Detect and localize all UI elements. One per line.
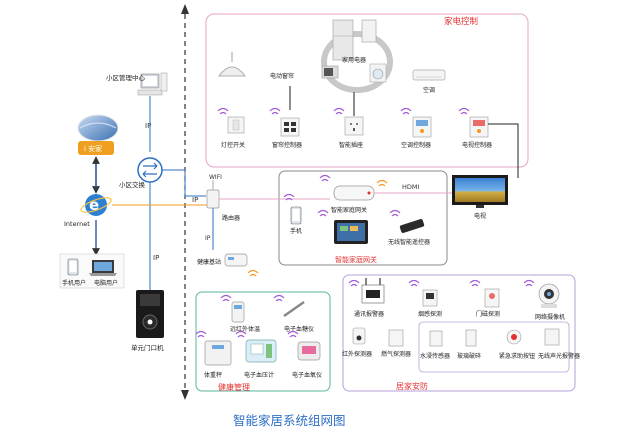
smart-socket-icon	[344, 116, 364, 136]
wireless-alarm-label: 无线声光报警器	[538, 352, 580, 360]
alarm-host-icon	[361, 278, 385, 304]
health-base-station-icon	[224, 253, 248, 267]
light-switch-icon	[227, 116, 245, 134]
laptop-icon	[89, 260, 117, 276]
oximeter-icon	[297, 341, 321, 361]
door-sensor-label: 烟感探测	[418, 310, 442, 318]
remote-control-label: 无线智能遥控器	[388, 238, 430, 246]
smart-gateway-label: 智能家庭网关	[331, 206, 367, 214]
gas-detector-icon	[388, 329, 404, 347]
ip-label-bottom: IP	[153, 254, 159, 262]
router-label: 路由器	[222, 214, 240, 222]
aircon-icon	[412, 69, 446, 81]
water-sensor-icon	[429, 330, 443, 347]
glass-label: 玻璃破碎	[457, 352, 481, 360]
smoke-label: 红外探测器	[342, 350, 372, 358]
security-group-box	[342, 274, 576, 392]
wifi-label: WIFI	[209, 174, 222, 181]
svg-text:e: e	[89, 196, 99, 214]
smart-socket-label: 智能插座	[339, 141, 363, 149]
infrared-detector-icon	[352, 327, 366, 345]
gateway-phone-label: 手机	[290, 227, 302, 235]
appliance-group-label: 家电控制	[444, 16, 478, 27]
diagram-caption: 智能家居系统组网图	[233, 413, 346, 428]
home-appliances-cluster	[321, 19, 393, 93]
gateway-phone-icon	[290, 206, 302, 225]
appliance-wifi-signals	[217, 107, 470, 115]
health-wifi-signal-top	[247, 269, 259, 277]
water-label: 水浸传感器	[420, 352, 450, 360]
smart-gateway-icon	[333, 185, 375, 201]
aircon-label: 空调	[423, 86, 435, 94]
mobile-phone-icon	[67, 258, 79, 276]
ceiling-lamp-icon	[218, 52, 246, 77]
infrared-thermometer-label: 远红外体温	[230, 325, 260, 333]
weight-scale-icon	[204, 340, 232, 366]
phone-user-label: 手机用户	[62, 279, 86, 287]
internet-label: Internet	[64, 220, 90, 228]
tv-controller-label: 电视控制器	[462, 141, 492, 149]
internet-icon: e	[80, 194, 112, 216]
ac-controller-label: 空调控制器	[401, 141, 431, 149]
health-base-label: 健康基站	[197, 258, 221, 266]
health-wifi-signals	[195, 294, 299, 338]
health-group-label: 健康管理	[218, 382, 250, 392]
infrared-thermometer-icon	[231, 301, 245, 323]
curtain-label: 电动窗帘	[270, 72, 294, 80]
alarm-host-label: 通讯报警器	[354, 310, 384, 318]
emergency-button-icon	[506, 329, 522, 345]
glucose-meter-icon	[283, 300, 305, 318]
cloud-platform-logo: i 安家	[77, 114, 119, 155]
security-subgroup-box	[418, 321, 570, 373]
central-divider	[181, 4, 189, 400]
glucose-meter-label: 电子血糖仪	[284, 325, 314, 333]
curtain-controller-icon	[280, 117, 300, 137]
gas-label: 燃气探测器	[381, 350, 411, 358]
tv-controller-icon	[469, 116, 489, 138]
unit-door-phone-label: 单元门口机	[131, 343, 164, 352]
television-label: 电视	[474, 212, 486, 220]
network-camera-label: 网络摄像机	[535, 313, 565, 321]
pir-label: 门磁探测	[476, 310, 500, 318]
community-switch-label: 小区交换	[119, 180, 146, 189]
security-wifi-signals	[348, 279, 535, 287]
smoke-sensor-icon	[422, 289, 438, 307]
community-center-computer	[137, 72, 168, 96]
appliance-group-box	[205, 13, 529, 168]
weight-scale-label: 体重秤	[204, 371, 222, 379]
oximeter-label: 电子血氧仪	[292, 371, 322, 379]
door-magnet-icon	[484, 288, 500, 308]
unit-door-phone-icon	[136, 290, 164, 338]
blood-pressure-label: 电子血压计	[244, 371, 274, 379]
emergency-label: 紧急求助按钮	[499, 352, 535, 360]
gateway-wifi-signals	[283, 174, 401, 217]
wireless-alarm-icon	[544, 328, 560, 346]
security-group-label: 居家安防	[396, 381, 428, 391]
television-icon	[452, 175, 508, 208]
ip-label-mid: IP	[192, 196, 198, 204]
gateway-group-label: 智能家庭网关	[335, 255, 377, 264]
ac-controller-icon	[412, 116, 432, 138]
glass-break-icon	[465, 329, 477, 347]
cloud-logo-text: i 安家	[84, 144, 102, 153]
light-switch-label: 灯控开关	[221, 141, 245, 149]
blood-pressure-monitor-icon	[245, 339, 277, 363]
wifi-router-icon	[206, 180, 220, 209]
remote-control-icon	[399, 219, 425, 233]
network-camera-icon	[538, 283, 560, 308]
curtain-controller-label: 窗帘控制器	[272, 141, 302, 149]
community-switch-icon	[137, 157, 163, 183]
health-group-box	[195, 291, 331, 392]
gateway-wifi-orange	[376, 179, 388, 187]
laptop-user-label: 电脑用户	[94, 279, 118, 287]
ip-label-top: IP	[145, 122, 151, 130]
hdmi-label: HDMI	[402, 183, 420, 191]
router-ip-label: IP	[205, 235, 211, 242]
home-appliances-label: 家用电器	[342, 56, 366, 64]
community-center-label: 小区管理中心	[106, 73, 146, 82]
tablet-panel-icon	[334, 220, 368, 244]
gateway-group-box	[278, 170, 448, 266]
